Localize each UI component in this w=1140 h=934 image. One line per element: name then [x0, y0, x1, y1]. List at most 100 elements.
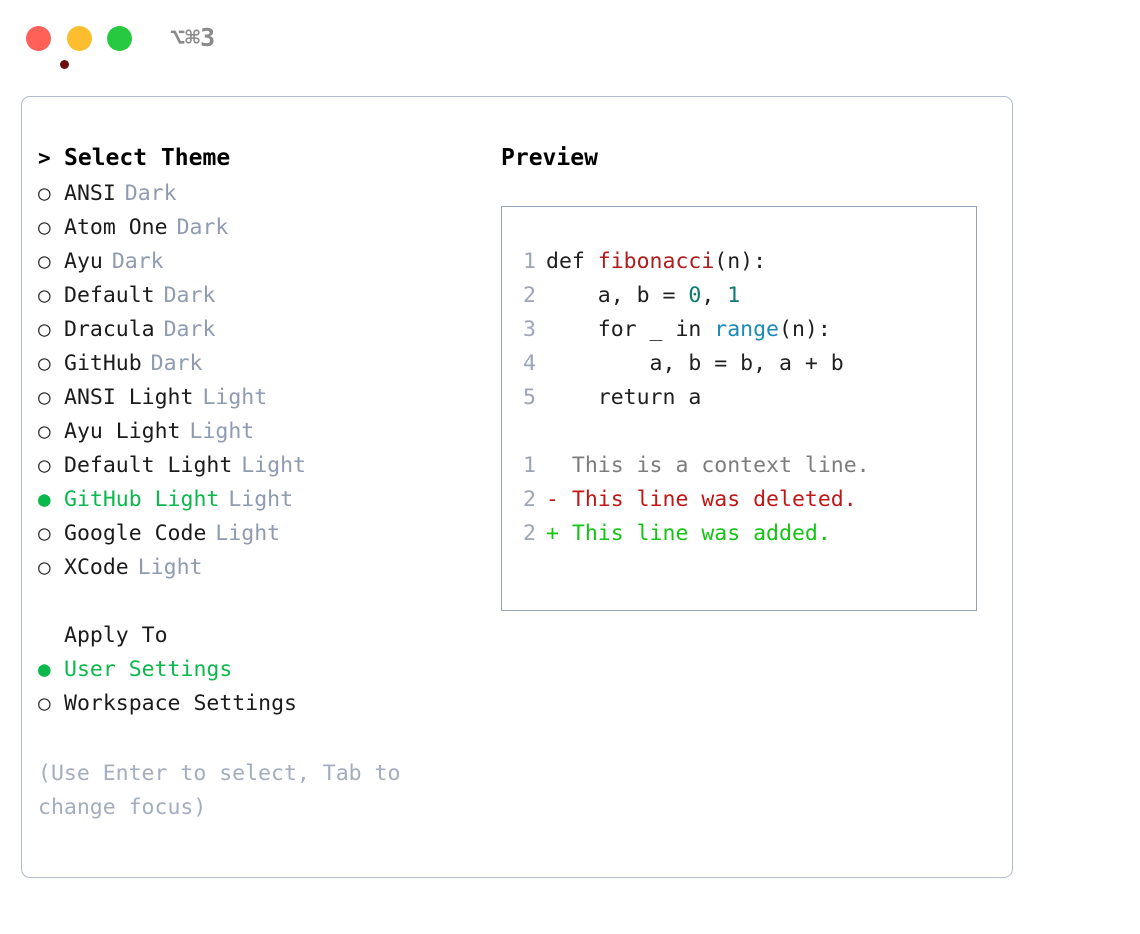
radio-selected-icon[interactable]: ● — [38, 487, 51, 511]
close-window-button[interactable] — [26, 26, 69, 69]
line-number: 3 — [523, 317, 536, 342]
diff-text: This line was added. — [571, 521, 831, 546]
theme-variant-badge: Light — [202, 385, 268, 410]
theme-list-item[interactable]: ○ XCode Light — [38, 555, 468, 589]
line-number: 4 — [523, 351, 536, 376]
titlebar: ⌥⌘3 — [0, 0, 1140, 78]
diff-line: 2 + This line was added. — [502, 521, 976, 555]
theme-list-item[interactable]: ○ ANSI Light Light — [38, 385, 468, 419]
line-number: 2 — [523, 521, 536, 546]
recording-indicator-icon — [60, 60, 69, 69]
code-token: return a — [546, 385, 702, 410]
diff-marker: + — [546, 521, 572, 546]
theme-list-item[interactable]: ○ Atom One Dark — [38, 215, 468, 249]
code-token: (n): — [714, 249, 767, 274]
code-token: range — [714, 317, 780, 342]
radio-unselected-icon[interactable]: ○ — [38, 283, 51, 307]
code-token: fibonacci — [597, 249, 715, 274]
theme-variant-badge: Light — [228, 487, 294, 512]
theme-name: XCode — [64, 555, 129, 580]
theme-variant-badge: Dark — [176, 215, 229, 240]
code-line: 4 a, b = b, a + b — [502, 351, 976, 385]
diff-marker: - — [546, 487, 572, 512]
line-number: 2 — [523, 283, 536, 308]
theme-list-item[interactable]: ○ Default Light Light — [38, 453, 468, 487]
preview-spacer — [502, 419, 976, 453]
radio-selected-icon[interactable]: ● — [38, 657, 51, 681]
code-token: (n): — [779, 317, 831, 342]
theme-variant-badge: Light — [137, 555, 203, 580]
theme-list-item[interactable]: ○ Google Code Light — [38, 521, 468, 555]
diff-line: 2- This line was deleted. — [502, 487, 976, 521]
preview-title: Preview — [501, 145, 598, 171]
diff-text: This is a context line. — [571, 453, 870, 478]
apply-to-heading: ○ Apply To — [38, 623, 468, 657]
theme-list-item[interactable]: ● GitHub Light Light — [38, 487, 468, 521]
diff-text: This line was deleted. — [571, 487, 857, 512]
theme-variant-badge: Dark — [163, 283, 216, 308]
theme-variant-badge: Dark — [124, 181, 177, 206]
line-number: 1 — [523, 453, 536, 478]
theme-list-item[interactable]: ○ Default Dark — [38, 283, 468, 317]
apply-to-label-text: User Settings — [64, 657, 233, 682]
radio-unselected-icon[interactable]: ○ — [38, 555, 51, 579]
diff-sample: 1 This is a context line.2- This line wa… — [502, 453, 976, 555]
keyboard-shortcut-label: ⌥⌘3 — [170, 23, 216, 52]
radio-unselected-icon[interactable]: ○ — [38, 453, 51, 477]
apply-to-list: ● User Settings ○Workspace Settings — [38, 657, 468, 725]
radio-unselected-icon[interactable]: ○ — [38, 215, 51, 239]
code-token: 1 — [727, 283, 741, 308]
theme-name: Default — [64, 283, 155, 308]
code-line: 2 a, b = 0, 1 — [502, 283, 976, 317]
code-line: 3 for _ in range(n): — [502, 317, 976, 351]
radio-unselected-icon[interactable]: ○ — [38, 385, 51, 409]
line-number: 1 — [523, 249, 536, 274]
theme-list-item[interactable]: ○ ANSI Dark — [38, 181, 468, 215]
theme-name: GitHub — [64, 351, 142, 376]
theme-name: ANSI — [64, 181, 116, 206]
theme-name: Atom One — [64, 215, 168, 240]
radio-unselected-icon[interactable]: ○ — [38, 419, 51, 443]
theme-name: GitHub Light — [64, 487, 220, 512]
theme-variant-badge: Light — [215, 521, 281, 546]
theme-variant-badge: Dark — [163, 317, 216, 342]
diff-marker — [546, 453, 572, 478]
code-token: a, b = — [546, 283, 689, 308]
diff-line: 1 This is a context line. — [502, 453, 976, 487]
blank-bullet-icon: ○ — [38, 625, 64, 646]
radio-unselected-icon[interactable]: ○ — [38, 249, 51, 273]
radio-unselected-icon[interactable]: ○ — [38, 351, 51, 375]
apply-to-label: Apply To — [64, 623, 168, 648]
radio-unselected-icon[interactable]: ○ — [38, 181, 51, 205]
radio-unselected-icon[interactable]: ○ — [38, 317, 51, 341]
minimize-window-button[interactable] — [67, 26, 92, 51]
code-line: 5 return a — [502, 385, 976, 419]
keyboard-hint: (Use Enter to select, Tab to change focu… — [38, 761, 401, 820]
line-number: 5 — [523, 385, 536, 410]
code-token: def — [546, 249, 598, 274]
theme-name: Ayu — [64, 249, 103, 274]
radio-unselected-icon[interactable]: ○ — [38, 691, 51, 715]
apply-to-item[interactable]: ● User Settings — [38, 657, 468, 691]
radio-unselected-icon[interactable]: ○ — [38, 521, 51, 545]
prompt-caret-icon: > — [38, 146, 51, 170]
page-title: Select Theme — [64, 145, 231, 171]
theme-name: ANSI Light — [64, 385, 194, 410]
apply-to-item[interactable]: ○Workspace Settings — [38, 691, 468, 725]
theme-variant-badge: Light — [241, 453, 307, 478]
maximize-window-button[interactable] — [107, 26, 132, 51]
code-token: for _ in — [546, 317, 715, 342]
theme-name: Google Code — [64, 521, 207, 546]
theme-name: Default Light — [64, 453, 233, 478]
